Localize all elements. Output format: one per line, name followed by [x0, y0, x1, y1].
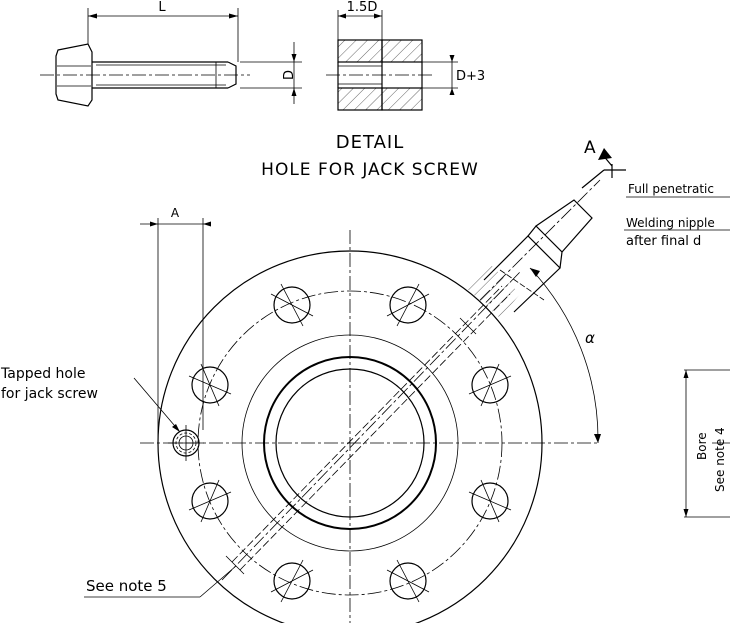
dim-D: D: [240, 42, 302, 104]
welding-nipple: [466, 179, 601, 318]
section-arrow: A: [581, 138, 626, 189]
tapped-hole: [168, 425, 204, 461]
note-full-penetration: Full penetratic: [626, 182, 730, 198]
bore-dimension: Bore See note 4: [683, 369, 730, 518]
detail-title: DETAIL: [336, 132, 404, 153]
bolt-hole: [188, 479, 232, 523]
jack-screw-bolt: [40, 43, 250, 107]
note-tapped-hole: Tapped hole for jack screw: [0, 366, 181, 433]
dim-1-5D: 1.5D: [337, 0, 383, 40]
note-tapped-hole-line2: for jack screw: [1, 386, 98, 402]
dim-A-label: A: [171, 206, 180, 220]
dim-L: L: [87, 0, 239, 62]
diagonal-passage: [221, 271, 521, 581]
bolt-holes: [188, 283, 512, 603]
see-note-4-label: See note 4: [713, 427, 727, 492]
dim-D3-label: D+3: [456, 69, 485, 84]
angle-indicator: α: [529, 267, 601, 444]
tapped-hole-section: [326, 39, 434, 111]
angle-label: α: [585, 329, 595, 347]
dim-D3: D+3: [422, 55, 485, 95]
dim-A: A: [140, 206, 211, 443]
bore-label: Bore: [695, 432, 709, 460]
dim-D-label: D: [282, 70, 297, 80]
note-welding-nipple-text: Welding nipple: [626, 216, 715, 230]
bolt-hole: [270, 559, 314, 603]
note-tapped-hole-line1: Tapped hole: [0, 366, 85, 382]
bolt-hole: [386, 559, 430, 603]
note-see-note-5-text: See note 5: [86, 577, 167, 595]
bolt-hole: [468, 363, 512, 407]
note-full-penetration-text: Full penetratic: [628, 182, 714, 196]
note-after-final-text: after final d: [626, 234, 701, 249]
dim-L-label: L: [158, 0, 166, 15]
bolt-hole: [386, 283, 430, 327]
bolt-hole: [468, 479, 512, 523]
note-welding-nipple: Welding nipple after final d: [624, 216, 730, 249]
bolt-hole: [188, 363, 232, 407]
note-see-note-5: See note 5: [84, 565, 237, 598]
dim-1-5D-label: 1.5D: [347, 0, 378, 15]
bolt-hole: [270, 283, 314, 327]
section-arrow-label: A: [584, 138, 596, 158]
detail-subtitle: HOLE FOR JACK SCREW: [261, 160, 479, 180]
